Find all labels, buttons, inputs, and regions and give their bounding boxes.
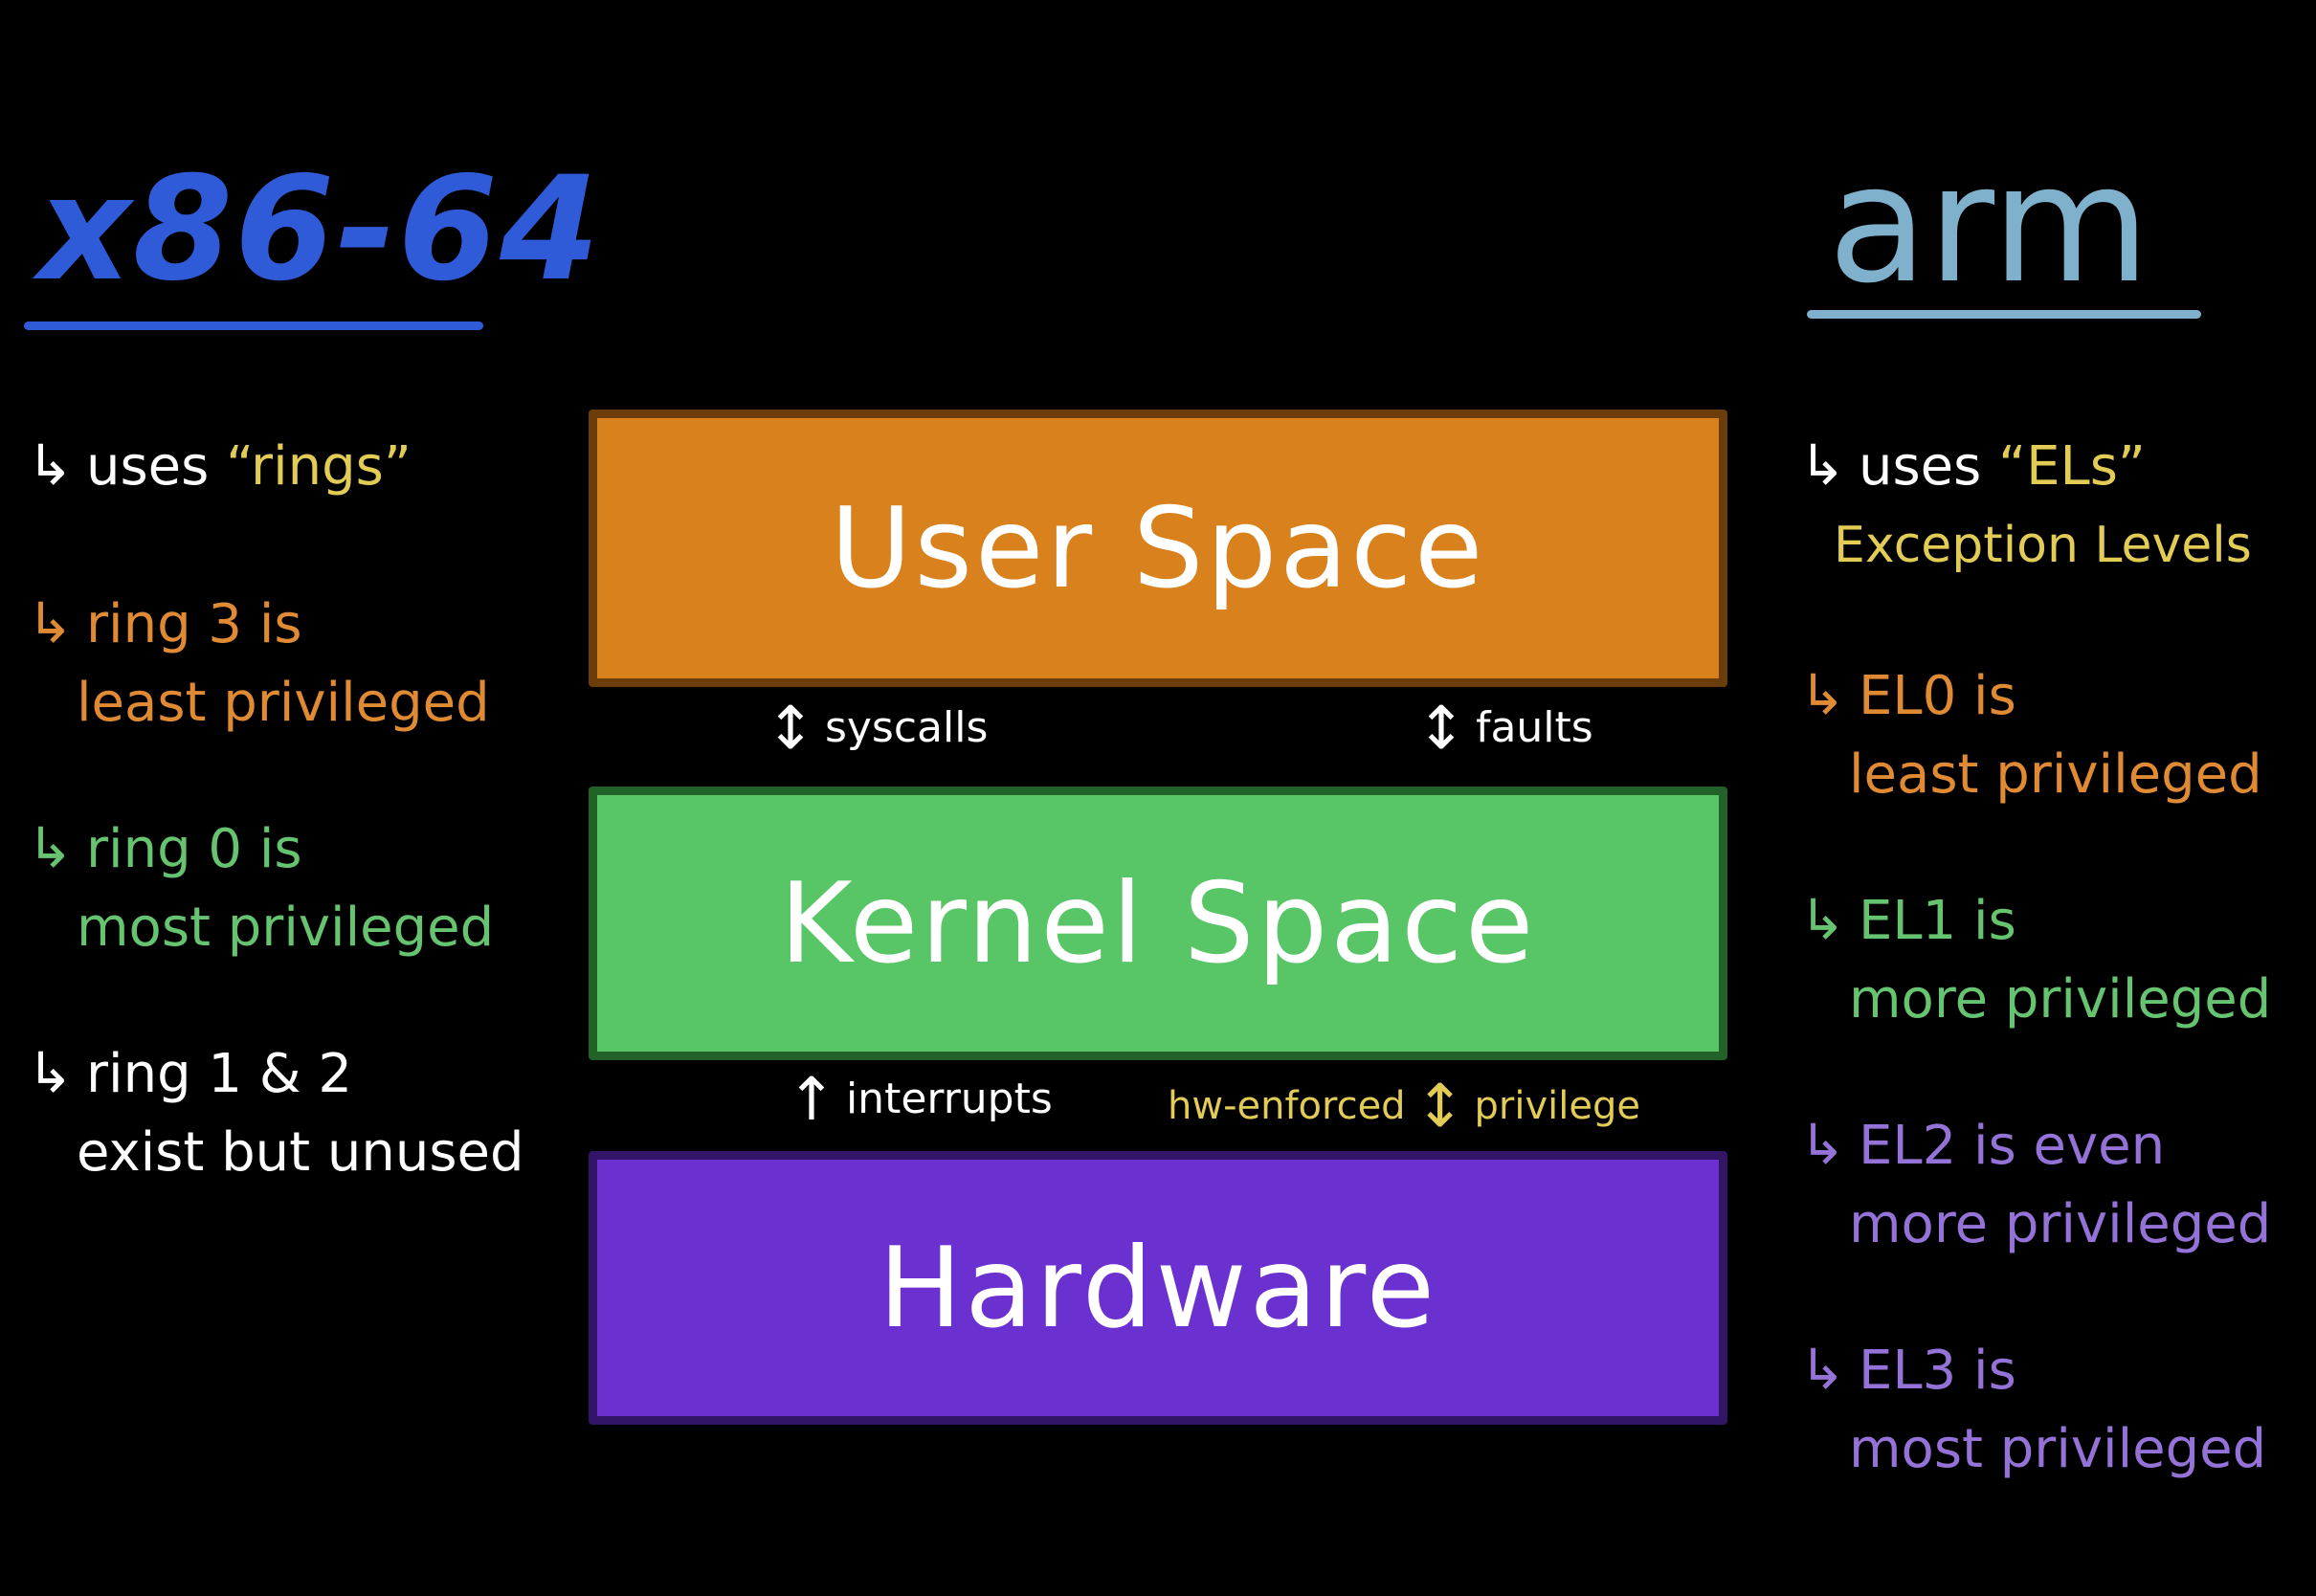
- arm-heading: arm: [1828, 130, 2150, 320]
- user-space-label: User Space: [830, 483, 1486, 613]
- hook-arrow-icon: ↳: [27, 815, 74, 880]
- x86-heading: x86-64: [38, 146, 602, 313]
- arm-note-el0: ↳EL0 is least privileged: [1799, 655, 2262, 814]
- note-text: EL3 is: [1859, 1340, 2016, 1402]
- note-text: least privileged: [1849, 743, 2262, 806]
- hardware-label: Hardware: [878, 1223, 1438, 1353]
- hardware-box: Hardware: [589, 1151, 1727, 1425]
- arm-heading-underline: [1807, 310, 2201, 319]
- kernel-space-label: Kernel Space: [779, 858, 1537, 988]
- up-down-arrow-icon: ↕: [1416, 693, 1466, 763]
- kernel-space-box: Kernel Space: [589, 787, 1727, 1060]
- note-text: uses: [1859, 435, 1999, 498]
- note-text: most privileged: [1849, 1418, 2267, 1480]
- note-text: more privileged: [1849, 968, 2272, 1031]
- x86-heading-underline: [24, 321, 483, 330]
- hook-arrow-icon: ↳: [1799, 1337, 1846, 1402]
- hook-arrow-icon: ↳: [1799, 662, 1846, 727]
- arm-note-el3: ↳EL3 is most privileged: [1799, 1330, 2266, 1489]
- user-space-box: User Space: [589, 410, 1727, 687]
- hook-arrow-icon: ↳: [1799, 432, 1846, 498]
- note-text: ring 0 is: [86, 818, 302, 880]
- note-text: least privileged: [77, 672, 490, 734]
- note-highlight: “rings”: [226, 435, 412, 498]
- note-text: uses: [86, 435, 227, 498]
- faults-connector: ↕faults: [1416, 698, 1593, 758]
- arm-note-els: ↳uses “ELs” Exception Levels: [1799, 426, 2252, 585]
- hw-enforced-privilege-connector: hw-enforced↕privilege: [1168, 1076, 1640, 1136]
- connector-label: interrupts: [845, 1075, 1053, 1123]
- connector-label: faults: [1475, 703, 1593, 752]
- note-text: exist but unused: [77, 1121, 524, 1184]
- hook-arrow-icon: ↳: [1799, 1112, 1846, 1177]
- connector-label: hw-enforced: [1168, 1084, 1406, 1128]
- arm-note-el1: ↳EL1 is more privileged: [1799, 880, 2271, 1039]
- interrupts-connector: ↑interrupts: [787, 1070, 1053, 1129]
- x86-note-ring0: ↳ring 0 is most privileged: [27, 809, 494, 967]
- connector-label: privilege: [1474, 1084, 1640, 1128]
- note-text: Exception Levels: [1834, 517, 2252, 574]
- x86-note-rings: ↳uses “rings”: [27, 426, 412, 506]
- note-highlight: “ELs”: [1998, 435, 2146, 498]
- connector-label: syscalls: [824, 703, 989, 752]
- note-text: ring 1 & 2: [86, 1043, 352, 1105]
- x86-note-ring12: ↳ring 1 & 2 exist but unused: [27, 1033, 524, 1192]
- note-text: EL2 is even: [1859, 1115, 2166, 1177]
- note-text: ring 3 is: [86, 593, 302, 655]
- hook-arrow-icon: ↳: [27, 590, 74, 655]
- hook-arrow-icon: ↳: [1799, 887, 1846, 952]
- note-text: EL0 is: [1859, 665, 2016, 727]
- hook-arrow-icon: ↳: [27, 1040, 74, 1105]
- arm-note-el2: ↳EL2 is even more privileged: [1799, 1105, 2271, 1264]
- syscalls-connector: ↕syscalls: [766, 698, 988, 758]
- note-text: EL1 is: [1859, 890, 2016, 952]
- note-text: more privileged: [1849, 1193, 2272, 1255]
- up-arrow-icon: ↑: [787, 1064, 836, 1134]
- up-down-arrow-icon: ↕: [1414, 1071, 1465, 1141]
- up-down-arrow-icon: ↕: [766, 693, 815, 763]
- x86-note-ring3: ↳ring 3 is least privileged: [27, 584, 490, 743]
- hook-arrow-icon: ↳: [27, 432, 74, 498]
- note-text: most privileged: [77, 897, 495, 959]
